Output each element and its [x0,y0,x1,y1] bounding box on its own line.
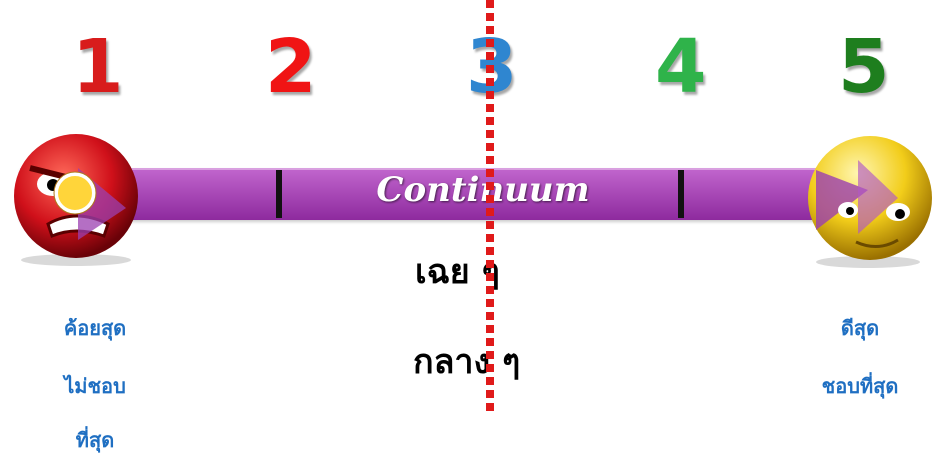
neutral-label-2: กลาง ๆ [413,342,521,382]
continuum-bar [20,168,900,220]
happy-face-icon [808,136,932,268]
scale-point-5: 5 [838,24,890,110]
right-label-line-2: ชอบที่สุด [821,374,899,398]
bar-tick-2 [276,170,282,218]
slider-marker-icon [53,171,97,215]
left-label-line-2: ไม่ชอบ [64,374,126,398]
scale-point-1: 1 [72,24,124,110]
scale-point-2: 2 [265,24,317,110]
neutral-label-1: เฉย ๆ [415,252,500,292]
left-label-line-3: ที่สุด [75,428,115,452]
left-label-line-1: ค้อยสุด [63,316,127,340]
right-label-line-1: ดีสุด [840,316,880,340]
scale-point-4: 4 [655,24,707,110]
bar-tick-4 [678,170,684,218]
continuum-label: Continuum [376,170,590,210]
midpoint-divider [486,0,494,414]
